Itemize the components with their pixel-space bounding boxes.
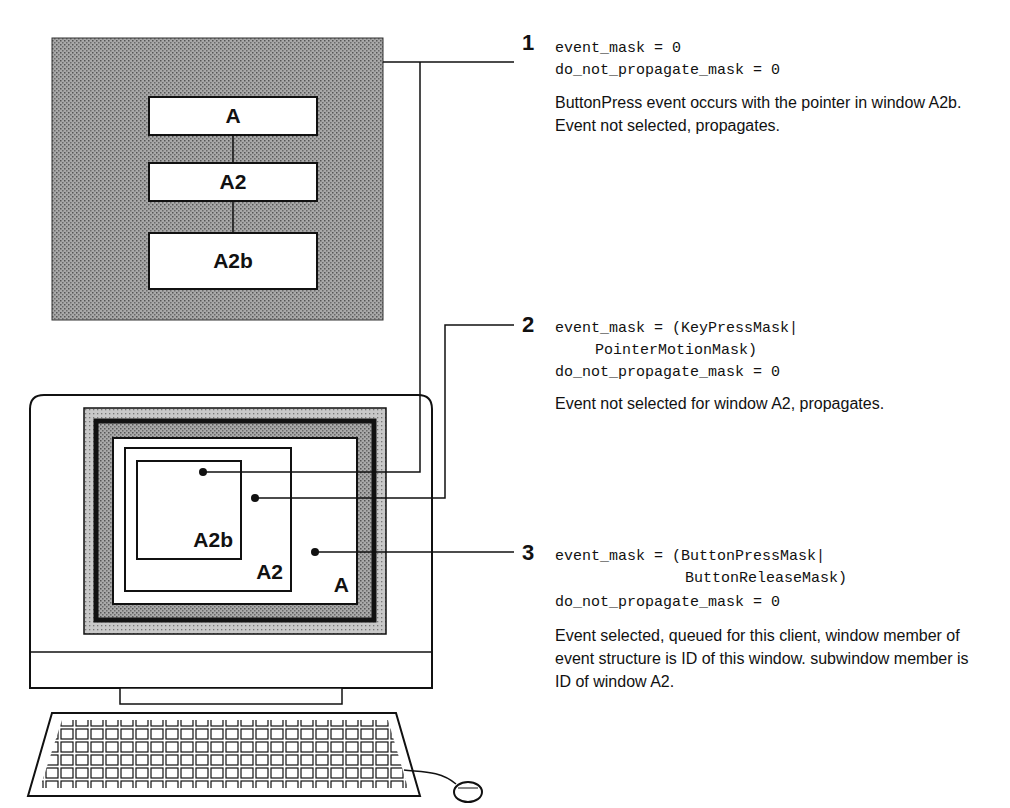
window-name: A2b [193, 528, 233, 552]
description-text: Event not selected for window A2, propag… [555, 392, 975, 415]
keyboard-body [28, 713, 420, 796]
monitor-bezel [84, 408, 386, 634]
keyboard-keys [40, 720, 408, 788]
code-line: event_mask = (ButtonPressMask| ButtonRel… [555, 546, 975, 590]
leader-line [315, 551, 514, 553]
screen-window: A2 A2b [124, 447, 292, 592]
code-line: event_mask = 0 [555, 38, 975, 60]
pointer-dot [311, 548, 319, 556]
monitor-chin-line [30, 651, 432, 653]
mouse-cord [404, 770, 456, 784]
screen-frame [96, 421, 374, 620]
hierarchy-box: A2 [148, 162, 318, 202]
description-text: Event selected, queued for this client, … [555, 624, 985, 693]
code-line: do_not_propagate_mask = 0 [555, 592, 975, 614]
mouse-button-line [458, 788, 478, 789]
window-name: A2b [213, 249, 253, 273]
window-name: A2 [220, 170, 247, 194]
callout-number: 3 [522, 540, 534, 566]
hierarchy-panel [52, 38, 383, 320]
monitor-stand [120, 688, 342, 704]
callout-number: 2 [522, 312, 534, 338]
link-line [232, 202, 234, 232]
screen-window: A A2 A2b [112, 437, 358, 605]
hierarchy-box: A2b [148, 232, 318, 290]
callout-number: 1 [522, 30, 534, 56]
code-line: do_not_propagate_mask = 0 [555, 60, 975, 82]
pointer-dot [251, 494, 259, 502]
window-name: A [334, 573, 349, 597]
hierarchy-link [233, 136, 234, 162]
hierarchy-link [233, 202, 234, 232]
hierarchy-box: A [148, 96, 318, 136]
code-line: do_not_propagate_mask = 0 [555, 362, 975, 384]
mouse [454, 782, 482, 802]
leader-line [255, 325, 514, 498]
window-fill [112, 437, 358, 605]
screen-window: A2b [136, 460, 242, 560]
monitor-housing [30, 395, 432, 688]
pointer-dot [199, 468, 207, 476]
code-line: event_mask = (KeyPressMask| PointerMotio… [555, 318, 895, 362]
window-name: A [225, 104, 240, 128]
window-name: A2 [256, 560, 283, 584]
description-text: ButtonPress event occurs with the pointe… [555, 91, 975, 137]
link-line [232, 136, 234, 162]
